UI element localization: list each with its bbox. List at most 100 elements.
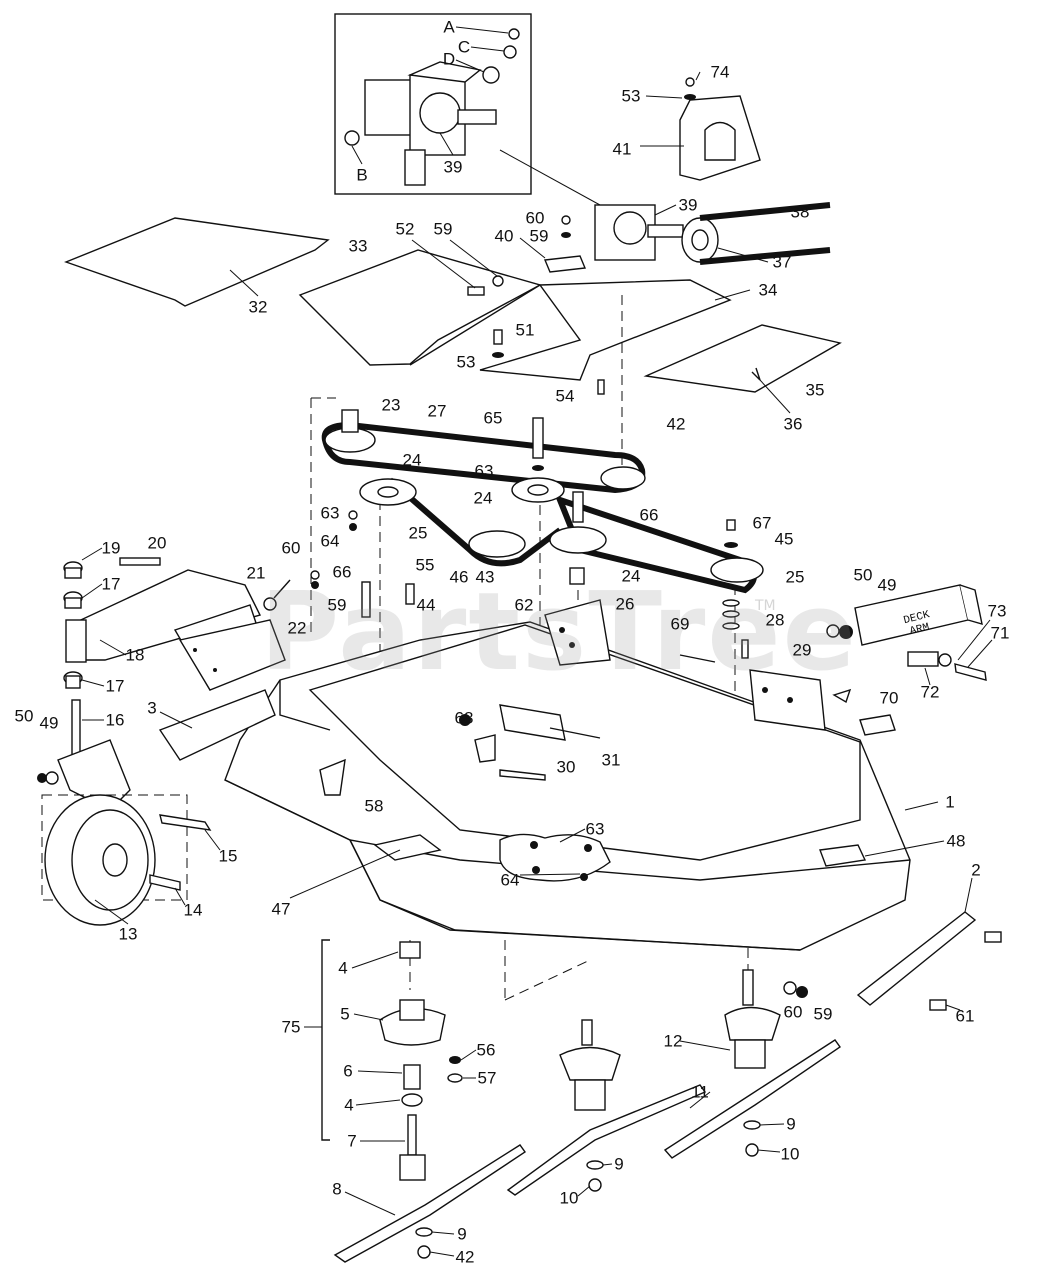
- callout-label-49b: 49: [39, 713, 59, 733]
- callout-label-54: 54: [555, 386, 575, 406]
- callout-label-64b: 64: [500, 870, 520, 890]
- callout-label-39b: 39: [678, 195, 698, 215]
- callout-label-32: 32: [248, 297, 268, 317]
- callout-label-41: 41: [612, 139, 632, 159]
- callout-label-3: 3: [147, 698, 157, 718]
- callout-label-59b: 59: [433, 219, 453, 239]
- callout-label-17b: 17: [105, 676, 125, 696]
- callout-label-43: 43: [475, 567, 495, 587]
- callout-label-23: 23: [381, 395, 401, 415]
- callout-label-71: 71: [990, 623, 1010, 643]
- deck-arm: [826, 584, 993, 686]
- gearbox-detail-inset: [334, 13, 532, 195]
- callout-label-39a: 39: [443, 157, 463, 177]
- callout-label-47: 47: [271, 899, 291, 919]
- callout-label-60a: 60: [525, 208, 545, 228]
- callout-label-72: 72: [920, 682, 940, 702]
- callout-label-75: 75: [281, 1017, 301, 1037]
- deck-brackets: [319, 599, 852, 796]
- spindles-12: [559, 969, 781, 1111]
- callout-label-24c: 24: [621, 566, 641, 586]
- blade-11a: [506, 1084, 707, 1196]
- callout-label-34: 34: [758, 280, 778, 300]
- callout-label-7: 7: [347, 1131, 357, 1151]
- callout-label-50b: 50: [14, 706, 34, 726]
- callout-label-22: 22: [287, 618, 307, 638]
- callout-label-49a: 49: [877, 575, 897, 595]
- bracket-41: [640, 71, 761, 181]
- callout-label-64a: 64: [320, 531, 340, 551]
- callout-label-69: 69: [670, 614, 690, 634]
- bracket-3: [158, 689, 276, 761]
- pulleys: [324, 409, 764, 673]
- callout-label-9b: 9: [614, 1154, 624, 1174]
- callout-label-9a: 9: [786, 1114, 796, 1134]
- callout-label-2: 2: [971, 860, 981, 880]
- callout-label-74: 74: [710, 62, 730, 82]
- callout-label-44: 44: [416, 595, 436, 615]
- callout-label-37: 37: [772, 252, 792, 272]
- callout-label-8: 8: [332, 1179, 342, 1199]
- callout-label-57: 57: [477, 1068, 497, 1088]
- callout-label-65: 65: [483, 408, 503, 428]
- callout-label-10a: 10: [780, 1144, 800, 1164]
- callout-label-59a: 59: [529, 226, 549, 246]
- callout-label-26: 26: [615, 594, 635, 614]
- blade-8: [333, 1144, 526, 1263]
- callout-label-20: 20: [147, 533, 167, 553]
- callout-label-56: 56: [476, 1040, 496, 1060]
- callout-label-53b: 53: [456, 352, 476, 372]
- watermark-trademark: TM: [755, 598, 776, 614]
- callout-label-45: 45: [774, 529, 794, 549]
- callout-label-17a: 17: [101, 574, 121, 594]
- callout-label-60b: 60: [281, 538, 301, 558]
- callout-label-70: 70: [879, 688, 899, 708]
- callout-label-68: 68: [454, 708, 474, 728]
- callout-label-61: 61: [955, 1006, 975, 1026]
- baffle-22: [178, 619, 286, 691]
- callout-label-25b: 25: [785, 567, 805, 587]
- callout-label-33: 33: [348, 236, 368, 256]
- callout-label-11: 11: [691, 1082, 709, 1102]
- callout-label-58: 58: [364, 796, 384, 816]
- callout-label-73: 73: [987, 601, 1007, 621]
- callout-label-13: 13: [118, 924, 138, 944]
- callout-label-1: 1: [945, 792, 955, 812]
- callout-label-35: 35: [805, 380, 825, 400]
- callout-label-28: 28: [765, 610, 785, 630]
- bolt-40-bracket: [519, 215, 587, 273]
- callout-label-46: 46: [449, 567, 469, 587]
- blade-11b: [663, 1039, 841, 1159]
- callout-label-29: 29: [792, 640, 812, 660]
- callout-label-14: 14: [183, 900, 203, 920]
- callout-label-30: 30: [556, 757, 576, 777]
- callout-label-31: 31: [601, 750, 621, 770]
- callout-label-62: 62: [514, 595, 534, 615]
- callout-label-36: 36: [783, 414, 803, 434]
- callout-label-48: 48: [946, 831, 966, 851]
- callout-label-63a: 63: [474, 461, 494, 481]
- callout-label-52: 52: [395, 219, 415, 239]
- caster-wheel-13: [41, 794, 221, 926]
- belt-guard-34: [479, 279, 751, 381]
- callout-label-21: 21: [246, 563, 266, 583]
- callout-label-D: D: [442, 49, 456, 69]
- callout-label-42b: 42: [455, 1247, 475, 1267]
- callout-label-42a: 42: [666, 414, 686, 434]
- cover-plate-32: [64, 217, 330, 307]
- blade-hardware: [415, 1120, 785, 1259]
- callout-label-59c: 59: [327, 595, 347, 615]
- callout-label-53a: 53: [621, 86, 641, 106]
- callout-label-5: 5: [340, 1004, 350, 1024]
- callout-label-51: 51: [515, 320, 535, 340]
- bolt-51-53: [492, 329, 605, 395]
- callout-label-67: 67: [752, 513, 772, 533]
- callout-label-24b: 24: [473, 488, 493, 508]
- callout-label-66b: 66: [332, 562, 352, 582]
- callout-label-9c: 9: [457, 1224, 467, 1244]
- cover-plate-35: [643, 324, 842, 414]
- callout-label-B: B: [356, 165, 368, 185]
- callout-label-38: 38: [790, 202, 810, 222]
